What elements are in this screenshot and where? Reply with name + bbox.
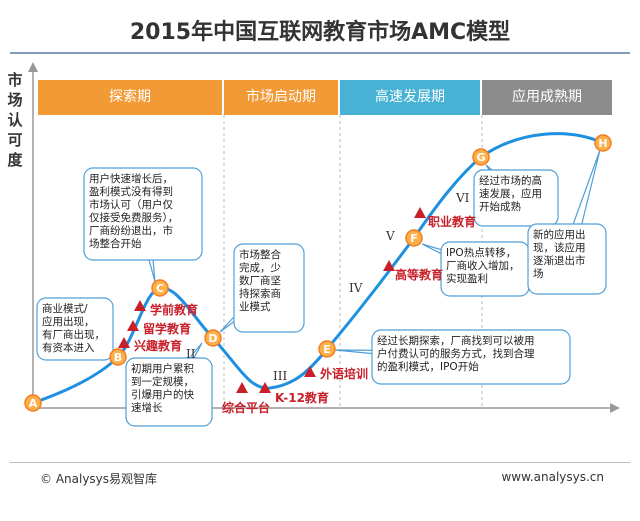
point-b	[109, 348, 127, 366]
segment-marker-icon	[127, 320, 139, 331]
point-label: F	[410, 232, 418, 245]
phase-market-launch: 市场启动期	[224, 80, 338, 115]
point-a	[24, 394, 42, 412]
callout-pointer-seam	[71, 323, 79, 335]
segment-label: K-12教育	[275, 390, 329, 405]
segment-label: 留学教育	[143, 321, 191, 336]
footer-copyright: © Analysys易观智库	[40, 472, 158, 486]
stage-numeral: III	[273, 369, 287, 383]
point-f	[405, 229, 423, 247]
segment-label: 外语培训	[320, 366, 368, 381]
page-title: 2015年中国互联网教育市场AMC模型	[129, 20, 511, 45]
phase-maturity: 应用成熟期	[482, 80, 612, 115]
segment-label: 综合平台	[222, 400, 270, 415]
callout-pointer-seam	[511, 193, 521, 203]
segment-label: 职业教育	[428, 214, 476, 229]
callout-text: 经过市场的高速发展，应用开始成熟	[479, 174, 542, 213]
phase-rapid-growth: 高速发展期	[340, 80, 480, 115]
callout-text: 商业模式/应用出现，有厂商出现，有资本进入	[42, 302, 105, 354]
stage-numeral: V	[385, 229, 395, 243]
callout-pointer-seam	[561, 257, 573, 261]
footer-url: www.analysys.cn	[501, 470, 604, 484]
point-label: D	[208, 332, 217, 345]
segment-marker-icon	[259, 382, 271, 393]
y-axis-arrow	[28, 62, 38, 72]
y-axis-label: 市场认可度	[7, 71, 23, 169]
point-label: G	[476, 151, 485, 164]
segment-marker-icon	[236, 382, 248, 393]
callout-text: 市场整合完成，少数厂商坚持探索商业模式	[239, 248, 281, 313]
point-label: E	[323, 343, 331, 356]
title-divider	[10, 52, 630, 54]
footer-divider	[10, 462, 630, 463]
segment-marker-icon	[134, 300, 146, 311]
segment-label: 兴趣教育	[134, 338, 182, 353]
phase-exploration: 探索期	[38, 80, 222, 115]
callout-pointer-seam	[264, 283, 274, 293]
callout-text: IPO热点转移，厂商收入增加，实现盈利	[446, 246, 520, 285]
stage-numeral: IV	[349, 281, 363, 295]
point-g	[472, 148, 490, 166]
point-label: A	[29, 397, 38, 410]
callout-text: 经过长期探索，厂商找到可以被用户付费认可的服务方式，找到合理的盈利模式，IPO开…	[377, 334, 535, 373]
point-d	[204, 329, 222, 347]
point-label: C	[156, 282, 164, 295]
point-c	[151, 279, 169, 297]
segment-marker-icon	[383, 260, 395, 271]
stage-numeral: II	[186, 347, 196, 361]
segment-label: 学前教育	[150, 302, 198, 317]
segment-label: 高等教育	[395, 267, 443, 282]
x-axis-arrow	[610, 403, 620, 413]
point-label: H	[598, 137, 607, 150]
callout-text: 新的应用出现，该应用逐渐退出市场	[533, 228, 586, 280]
segment-marker-icon	[118, 337, 130, 348]
callout-text: 用户快速增长后，盈利模式没有得到市场认可（用户仅仅接受免费服务），厂商纷纷退出，…	[89, 172, 178, 250]
stage-numeral: VI	[455, 191, 470, 205]
callout-text: 初期用户累积到一定规模，引爆用户的快速增长	[131, 362, 194, 414]
callout-pointer-seam	[164, 388, 174, 396]
point-e	[318, 340, 336, 358]
callout-pointer-seam	[137, 212, 149, 216]
point-h	[594, 134, 612, 152]
callout-pointer-seam	[482, 263, 488, 275]
segment-marker-icon	[414, 207, 426, 218]
point-label: B	[114, 351, 122, 364]
segment-marker-icon	[304, 366, 316, 377]
callout-pointer-seam	[470, 351, 472, 363]
